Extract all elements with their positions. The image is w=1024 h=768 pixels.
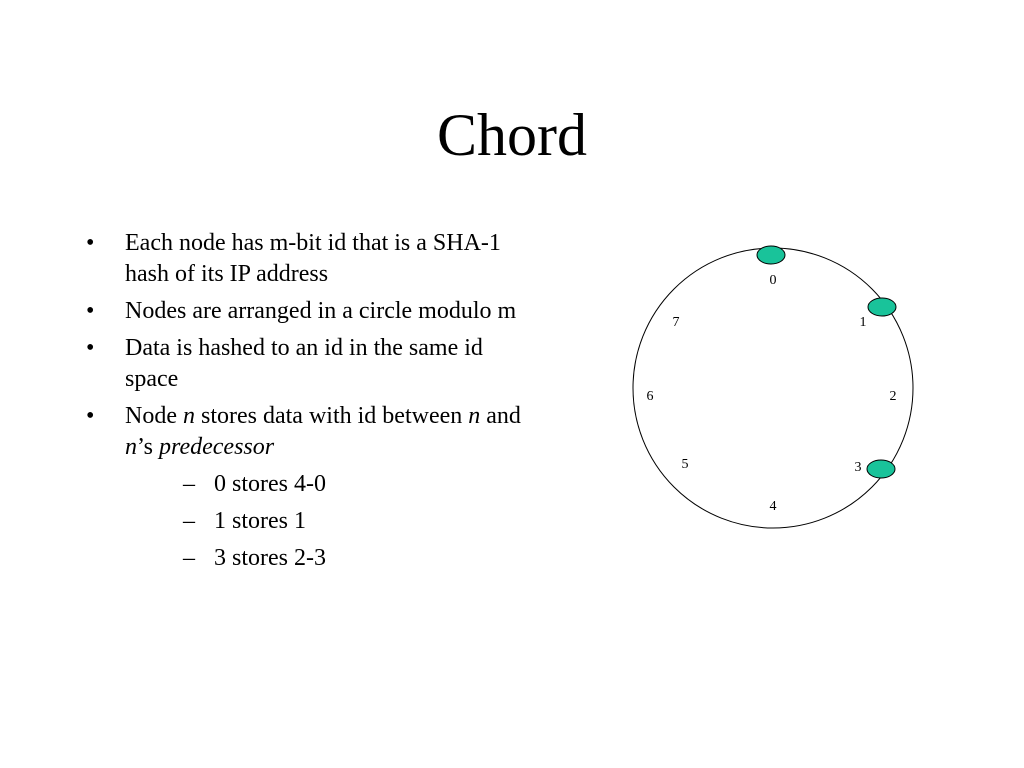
id-label-4: 4 xyxy=(770,499,777,514)
text-run: ’s xyxy=(137,434,160,460)
identifier-circle xyxy=(632,247,914,529)
sub-bullet-text: 3 stores 2-3 xyxy=(214,545,326,571)
id-label-7: 7 xyxy=(673,315,680,330)
slide-title: Chord xyxy=(437,102,587,168)
text-run-italic: n xyxy=(468,403,481,429)
id-label-6: 6 xyxy=(647,389,654,404)
sub-bullet-text: 1 stores 1 xyxy=(214,508,306,534)
node-marker-0 xyxy=(756,245,786,265)
text-run: stores data with id between xyxy=(194,403,469,429)
bullet-marker: • xyxy=(86,298,95,324)
node-markers xyxy=(756,245,897,479)
bullet-item: • Nodes are arranged in a circle modulo … xyxy=(82,296,542,327)
bullet-marker: • xyxy=(86,230,95,256)
text-run-italic: n xyxy=(125,434,137,460)
bullet-list: • Each node has m-bit id that is a SHA-1… xyxy=(82,228,542,580)
bullet-text: Node n stores data with id between n and… xyxy=(125,403,521,460)
id-label-5: 5 xyxy=(682,457,689,472)
bullet-marker: • xyxy=(86,403,95,429)
id-label-1: 1 xyxy=(860,315,867,330)
text-run-italic: n xyxy=(182,403,195,429)
bullet-item: • Each node has m-bit id that is a SHA-1… xyxy=(82,228,542,290)
sub-bullet-text: 0 stores 4-0 xyxy=(214,471,326,497)
bullet-marker: • xyxy=(86,335,95,361)
id-label-0: 0 xyxy=(770,273,777,288)
bullet-text: Data is hashed to an id in the same id s… xyxy=(125,335,483,392)
sub-bullet-item: – 1 stores 1 xyxy=(125,506,542,537)
id-label-3: 3 xyxy=(855,460,862,475)
sub-bullet-marker: – xyxy=(183,508,195,534)
sub-bullet-item: – 0 stores 4-0 xyxy=(125,469,542,500)
sub-bullet-marker: – xyxy=(183,471,195,497)
node-marker-3 xyxy=(866,459,896,479)
bullet-text: Each node has m-bit id that is a SHA-1 h… xyxy=(125,230,501,287)
sub-bullet-list: – 0 stores 4-0 – 1 stores 1 – 3 stores 2… xyxy=(125,469,542,574)
sub-bullet-item: – 3 stores 2-3 xyxy=(125,543,542,574)
text-run: Node xyxy=(125,403,183,429)
bullet-item: • Data is hashed to an id in the same id… xyxy=(82,333,542,395)
bullet-item: • Node n stores data with id between n a… xyxy=(82,401,542,574)
id-label-2: 2 xyxy=(890,389,897,404)
id-labels: 0 1 2 3 4 5 6 7 xyxy=(647,273,897,514)
bullet-text: Nodes are arranged in a circle modulo m xyxy=(125,298,517,324)
text-run-italic: predecessor xyxy=(159,434,275,460)
node-marker-1 xyxy=(867,297,897,317)
text-run: and xyxy=(480,403,521,429)
sub-bullet-marker: – xyxy=(183,545,195,571)
